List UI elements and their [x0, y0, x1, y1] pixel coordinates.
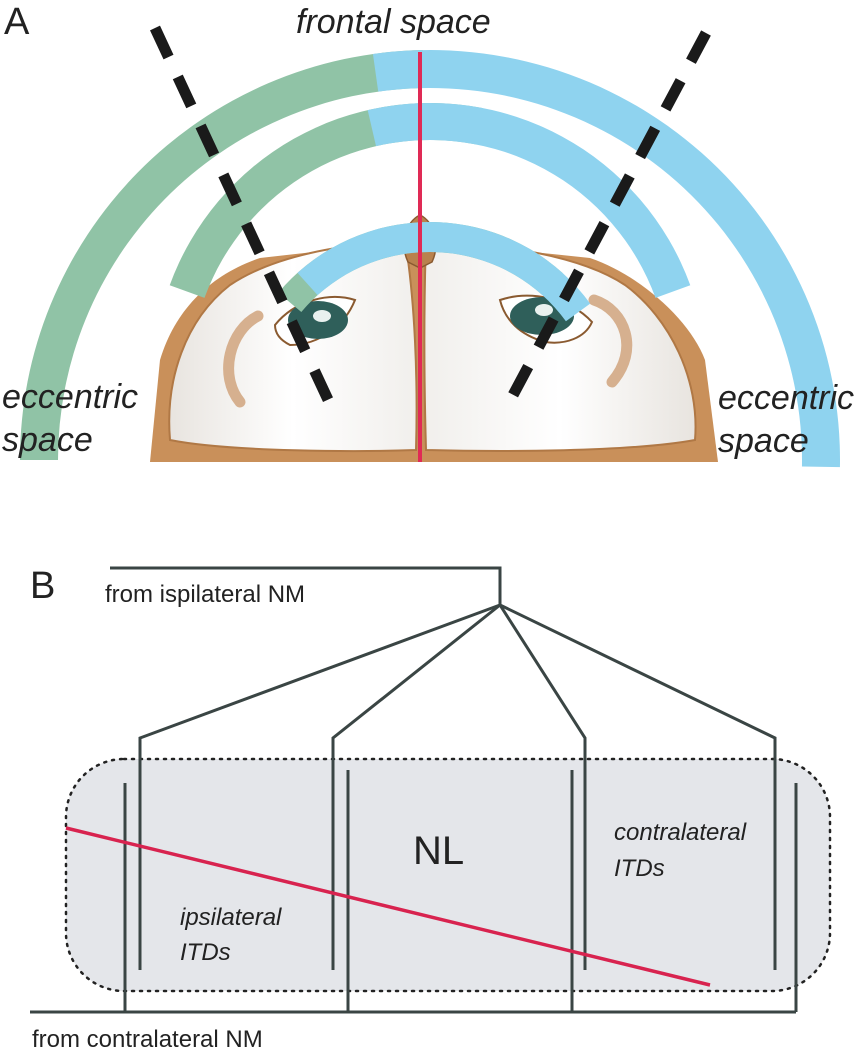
eccentric-space-right-line1: eccentric: [718, 379, 854, 417]
eccentric-space-right-line2: space: [718, 422, 809, 460]
ipsilateral-itds-line2: ITDs: [180, 939, 231, 966]
contralateral-itds-line1: contralateral: [614, 819, 747, 846]
facial-disk-right: [423, 238, 697, 452]
blue-band-middle: [367, 103, 691, 298]
panel-b-letter: B: [30, 565, 55, 607]
green-band-outer: [19, 50, 424, 461]
ear-opening-right: [588, 294, 633, 388]
contralateral-itds-line2: ITDs: [614, 855, 665, 882]
blue-band-inner: [297, 222, 591, 322]
nucleus-laminaris: [64, 757, 832, 993]
eccentric-space-left-line1: eccentric: [2, 378, 138, 416]
ipsilateral-nm-label: from ispilateral NM: [105, 581, 305, 608]
contralateral-input-axons: [30, 770, 798, 1014]
panel-b: B from ispilateral NM from contralateral…: [30, 565, 832, 1050]
panel-a-letter: A: [4, 1, 30, 43]
dashed-axis-left: [150, 25, 335, 407]
contralateral-nm-label: from contralateral NM: [32, 1026, 263, 1050]
blue-band-outer: [372, 50, 840, 468]
dashed-axis-right: [499, 30, 711, 415]
ear-opening-left: [223, 310, 264, 408]
itd-map-line: [65, 826, 711, 987]
frontal-space-label: frontal space: [296, 3, 491, 41]
nl-label: NL: [413, 829, 464, 873]
eccentric-space-left-line2: space: [2, 421, 93, 459]
owl-face-illustration: [150, 214, 718, 462]
panel-a: A frontal space: [2, 1, 854, 468]
ipsilateral-itds-line1: ipsilateral: [180, 904, 282, 931]
